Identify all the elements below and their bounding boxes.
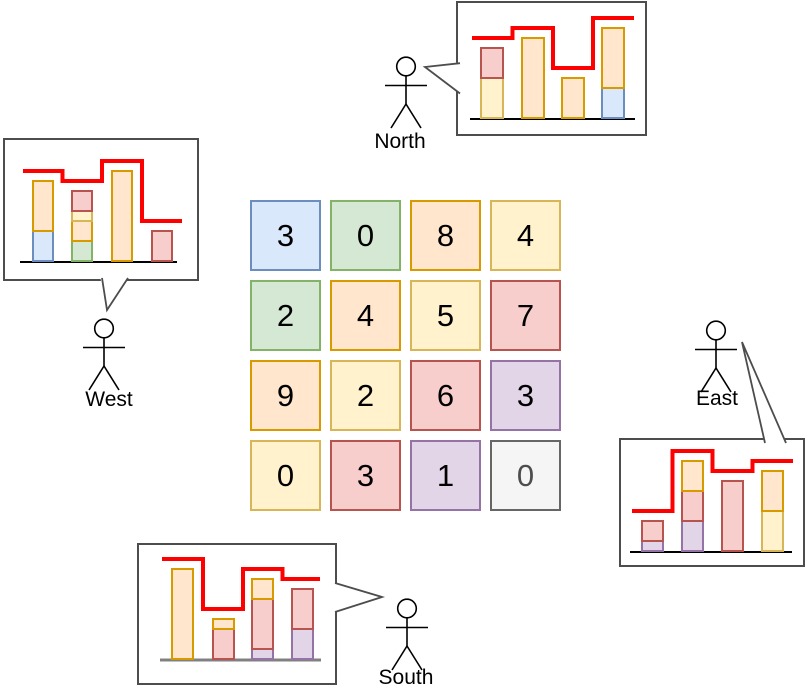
grid-cell: 4 bbox=[330, 280, 401, 351]
speech-tail-west bbox=[100, 276, 130, 313]
grid-cell: 8 bbox=[410, 200, 481, 271]
speech-tail-south bbox=[333, 582, 386, 613]
skyline-chart-north bbox=[470, 16, 635, 120]
observer-label-north: North bbox=[374, 130, 426, 153]
grid-cell: 3 bbox=[330, 440, 401, 511]
stick-figure-east bbox=[695, 320, 737, 393]
grid-cell: 0 bbox=[250, 440, 321, 511]
speech-bubble-east bbox=[619, 438, 805, 567]
observer-label-south: South bbox=[378, 666, 434, 689]
speech-tail-north bbox=[422, 62, 462, 95]
speech-tail-east bbox=[741, 341, 787, 444]
grid-cell: 9 bbox=[250, 360, 321, 431]
skyline-chart-west bbox=[20, 159, 182, 263]
grid-cell: 7 bbox=[490, 280, 561, 351]
grid-cell: 4 bbox=[490, 200, 561, 271]
grid-cell: 1 bbox=[410, 440, 481, 511]
grid-cell: 6 bbox=[410, 360, 481, 431]
figure-head bbox=[93, 318, 115, 339]
grid-cell: 0 bbox=[330, 200, 401, 271]
stick-figure-west bbox=[83, 318, 125, 391]
speech-bubble-south bbox=[137, 543, 337, 685]
grid-cell: 2 bbox=[330, 360, 401, 431]
grid-cell: 3 bbox=[250, 200, 321, 271]
grid-cell: 3 bbox=[490, 360, 561, 431]
stick-figure-north bbox=[385, 56, 427, 129]
observer-label-west: West bbox=[85, 388, 133, 411]
observer-label-east: East bbox=[695, 387, 739, 410]
skyline-chart-south bbox=[160, 557, 321, 662]
figure-head bbox=[395, 56, 417, 77]
grid-cell: 2 bbox=[250, 280, 321, 351]
speech-bubble-north bbox=[456, 1, 647, 136]
speech-bubble-west bbox=[3, 138, 199, 281]
grid-cell: 0 bbox=[490, 440, 561, 511]
skyline-chart-east bbox=[630, 449, 793, 553]
grid-cell: 5 bbox=[410, 280, 481, 351]
stick-figure-south bbox=[386, 598, 428, 671]
figure-head bbox=[705, 320, 727, 341]
figure-head bbox=[396, 598, 418, 619]
